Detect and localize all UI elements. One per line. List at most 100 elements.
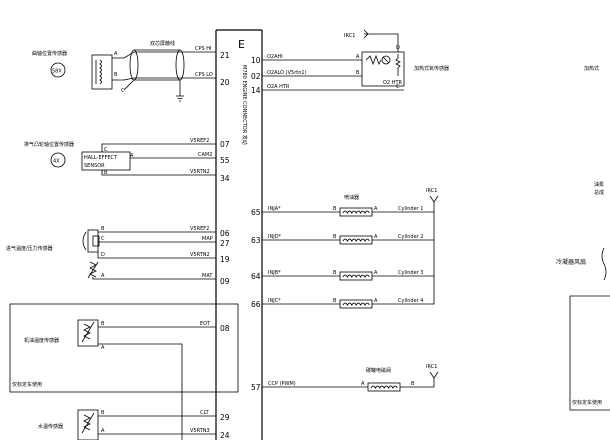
injector-row: 65 INJA* B A Cylinder 1	[251, 206, 434, 217]
clt-sig-rtn: V5RTN3	[190, 428, 210, 434]
o2-sig-htr: O2A HTR	[267, 84, 290, 90]
crank-sensor-label: 曲轴位置传感器	[32, 50, 67, 57]
o2-cell-icon	[381, 55, 391, 65]
cam-wire-rtn	[101, 170, 216, 176]
crank-pin-hi: 21	[220, 51, 230, 60]
clt-sensor-body	[77, 409, 99, 440]
injector-row: 64 INJB* B A Cylinder 3	[251, 270, 434, 281]
injector-cylinder: Cylinder 4	[398, 298, 423, 304]
right-calibration-note: 仅标定车使用	[572, 399, 602, 406]
ecu-letter: E	[238, 38, 245, 51]
map-pressure-element	[92, 235, 100, 247]
map-wire-rtn	[97, 252, 216, 259]
right-fuel-label-1: 油泵	[594, 181, 604, 188]
ccp-wire-feed	[400, 378, 435, 388]
crank-shield-label: 双芯屏蔽线	[150, 40, 175, 47]
cam-box-line1: HALL-EFFECT	[84, 155, 118, 161]
eot-terminal-b: B	[101, 321, 105, 327]
ccp-pin: 57	[251, 383, 261, 392]
injector-signal: INJC*	[268, 298, 281, 304]
crank-shield-right	[175, 49, 185, 81]
map-sig-rtn: V5RTN2	[190, 252, 210, 258]
ccp-label: 碳罐电磁阀	[366, 367, 391, 374]
map-pin-map: 27	[220, 239, 230, 248]
injector-terminal-b: B	[333, 234, 337, 240]
ccp-irc-arrow	[429, 371, 439, 379]
crank-pin-lo: 20	[220, 78, 230, 87]
injector-cylinder: Cylinder 3	[398, 270, 423, 276]
cam-terminal-b: B	[104, 170, 108, 176]
map-pin-mat: 09	[220, 277, 230, 286]
map-sig-mat: MAT	[202, 273, 213, 279]
o2-terminal-b: B	[356, 70, 360, 76]
o2-sensor-box	[361, 51, 405, 87]
map-terminal-d: D	[101, 252, 105, 258]
ccp-coil-icon	[370, 385, 398, 389]
eot-signal: EOT	[200, 321, 211, 327]
injector-terminal-b: B	[333, 298, 337, 304]
calibration-only-box	[9, 303, 239, 393]
cam-sensor-label: 排气凸轮轴位置传感器	[24, 141, 74, 148]
injector-terminal-b: B	[333, 206, 337, 212]
ground-icon	[176, 95, 184, 102]
crank-coil-icon	[99, 59, 102, 85]
injector-signal: INJD*	[268, 234, 282, 240]
crank-wire-lo	[112, 77, 216, 81]
o2-sig-hi: O2AHI	[267, 54, 283, 60]
cam-terminal-c: C	[104, 147, 108, 153]
o2-terminal-c: C	[396, 84, 400, 90]
crank-terminal-a: A	[114, 51, 118, 57]
o2-irc-arrow	[363, 29, 369, 39]
injector-pin: 65	[251, 208, 261, 217]
eot-sensor-label: 机油温度传感器	[24, 337, 59, 344]
injector-terminal-a: A	[374, 234, 378, 240]
fan-motor-icon	[601, 247, 607, 281]
map-terminal-c: C	[101, 236, 105, 242]
injector-coil-icon	[342, 210, 370, 214]
injector-signal: INJB*	[268, 270, 281, 276]
clt-pin-rtn: 24	[220, 431, 230, 440]
injector-terminal-a: A	[374, 298, 378, 304]
map-sig-ref: V5REF2	[190, 226, 209, 232]
injector-cylinder: Cylinder 1	[398, 206, 423, 212]
ccp-terminal-b: B	[411, 381, 415, 387]
crank-terminal-b: B	[114, 72, 118, 78]
crank-sensor-box	[91, 54, 113, 90]
injector-irc-arrow	[429, 195, 439, 203]
cam-pin-cam: 55	[220, 156, 230, 165]
injector-signal: INJA*	[268, 206, 281, 212]
o2-pin-htr: 14	[251, 86, 261, 95]
map-terminal-b: B	[101, 226, 105, 232]
injector-label: 喷油器	[344, 194, 359, 201]
clt-pin-clt: 29	[220, 413, 230, 422]
crank-shield-left	[129, 49, 139, 81]
cam-sig-ref: V5REF2	[190, 138, 209, 144]
cam-badge: 4X	[53, 159, 60, 165]
o2-pin-hi: 10	[251, 56, 261, 65]
map-diaphragm-icon	[82, 231, 87, 251]
right-fuel-label-2: 总成	[594, 189, 604, 196]
eot-calibration-note: 仅标定车使用	[12, 381, 42, 388]
clt-terminal-b: B	[101, 410, 105, 416]
o2-irc-wire	[364, 33, 399, 52]
injector-row: 63 INJD* B A Cylinder 2	[251, 234, 434, 245]
o2-irc-label: IRC1	[344, 33, 355, 39]
ecu-connector-label: M780 ENGINE CONNECTOR 发动	[241, 65, 248, 145]
clt-terminal-a: A	[101, 428, 105, 434]
cam-pin-ref: 07	[220, 140, 230, 149]
cam-wire-ref	[101, 143, 216, 152]
right-heated-label: 加热式	[584, 65, 599, 72]
cam-sig-cam: CAM2	[198, 152, 212, 158]
injector-irc-label: IRC1	[426, 188, 437, 194]
crank-badge-circle	[50, 62, 66, 78]
injector-pin: 63	[251, 236, 261, 245]
eot-wire-rtn	[98, 343, 183, 440]
crank-badge: 58X	[52, 69, 62, 75]
cam-box-line2: SENSOR	[84, 163, 105, 169]
o2-heater-icon	[395, 54, 401, 76]
map-sensor-body	[87, 229, 99, 253]
ccp-irc-label: IRC1	[426, 364, 437, 370]
map-terminal-a: A	[101, 273, 105, 279]
crank-sig-hi: CPS HI	[195, 46, 212, 52]
